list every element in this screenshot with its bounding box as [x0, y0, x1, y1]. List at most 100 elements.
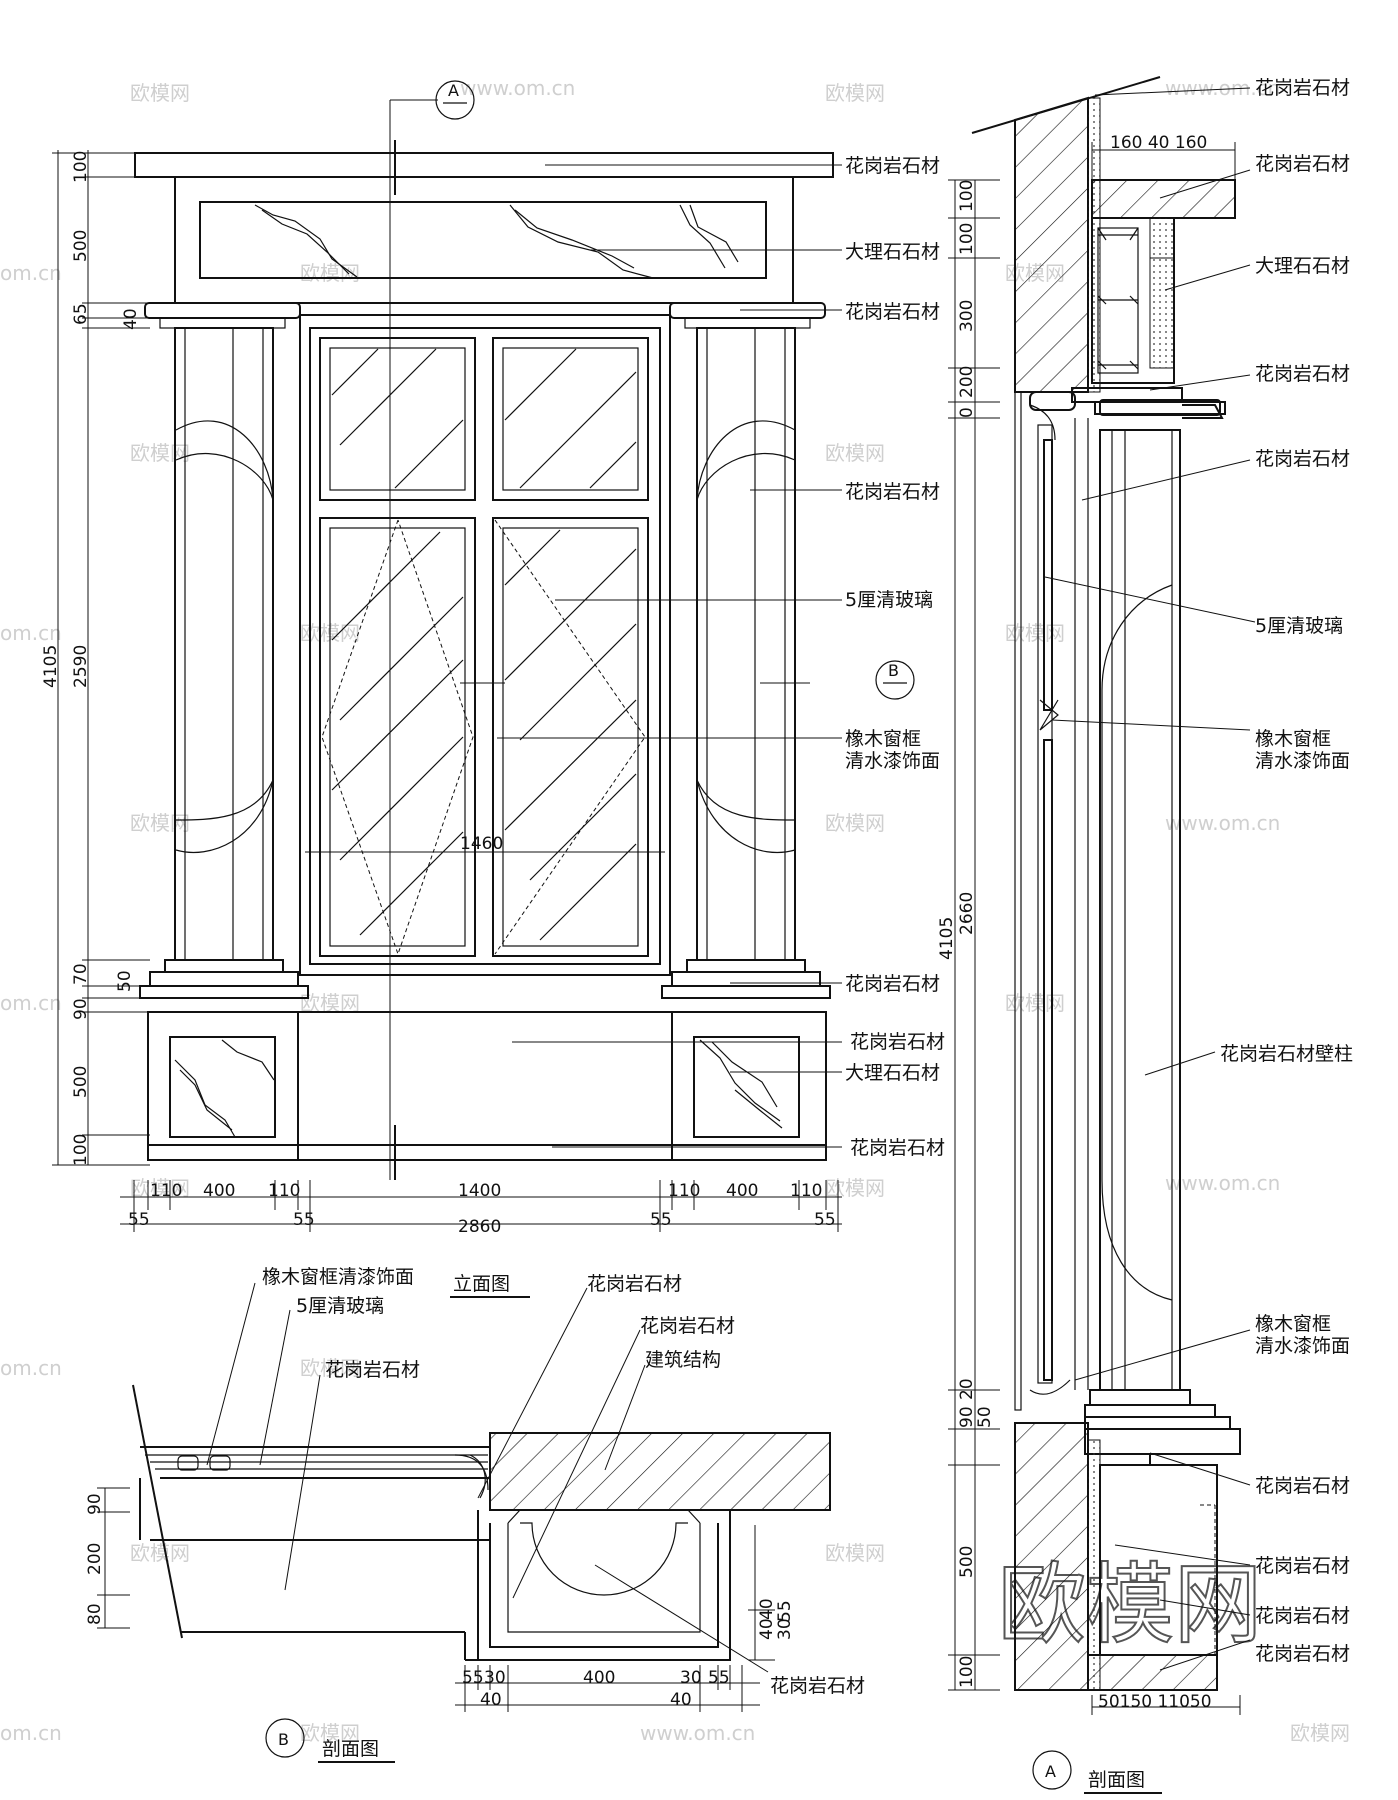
callout-granite: 花岗岩石材 [1255, 1605, 1350, 1627]
dim-40: 40 [670, 1690, 692, 1710]
callout-oak-finish: 清水漆饰面 [1255, 1335, 1350, 1357]
callout-granite: 花岗岩石材 [325, 1359, 420, 1381]
watermark-brand: 欧模网 [300, 1721, 360, 1745]
watermark-site: om.cn [0, 1721, 62, 1745]
section-a-view: 100 100 300 200 0 4105 2660 90 20 50 500… [937, 76, 1353, 1794]
section-b-title-marker [265, 1718, 305, 1758]
mullion-left [177, 1455, 199, 1471]
callout-granite: 花岗岩石材 [845, 973, 940, 995]
svg-text:100: 100 [957, 1656, 977, 1688]
svg-text:55: 55 [775, 1600, 795, 1622]
watermark-brand: 欧模网 [1005, 621, 1065, 645]
dim-pilaster-height: 2660 [957, 892, 977, 935]
callout-granite: 花岗岩石材 [850, 1031, 945, 1053]
dim-base-50: 50 [115, 970, 135, 992]
dim-base-70: 70 [71, 963, 91, 985]
callout-oak-finish: 清水漆饰面 [1255, 750, 1350, 772]
elevation-leaders [497, 164, 842, 1148]
watermark-brand: 欧模网 [130, 1541, 190, 1565]
callout-granite: 花岗岩石材 [1255, 77, 1350, 99]
dim-base-row: 50150 11050 [1098, 1692, 1212, 1712]
dim-110: 110 [150, 1181, 182, 1201]
dim-400: 400 [203, 1181, 235, 1201]
marble-vein [174, 1039, 783, 1138]
callout-structure: 建筑结构 [645, 1349, 721, 1371]
marble-panel-top [199, 201, 767, 279]
dim-55: 55 [650, 1210, 672, 1230]
callout-granite: 花岗岩石材 [850, 1137, 945, 1159]
dim-55: 55 [814, 1210, 836, 1230]
callout-oak-finish: 清水漆饰面 [845, 750, 940, 772]
callout-granite: 花岗岩石材 [1255, 1555, 1350, 1577]
dim-base-500: 500 [71, 1066, 91, 1098]
callout-marble: 大理石石材 [845, 241, 940, 263]
wall-upper [1014, 96, 1089, 393]
callout-granite: 花岗岩石材 [1255, 153, 1350, 175]
watermark-brand: 欧模网 [825, 1176, 885, 1200]
frieze [174, 176, 794, 304]
callout-oak-frame: 橡木窗框 [845, 728, 921, 750]
section-b-view: 90 200 80 55 30 400 30 55 40 40 40 40 55 [85, 1266, 865, 1763]
callout-marble: 大理石石材 [845, 1062, 940, 1084]
svg-text:40: 40 [757, 1618, 777, 1640]
right-column [661, 327, 831, 999]
section-marker-b-label: B [888, 661, 899, 680]
dim-30: 30 [484, 1668, 506, 1688]
callout-granite: 花岗岩石材 [845, 481, 940, 503]
marble-vein [254, 204, 739, 279]
callout-granite: 花岗岩石材 [1255, 1475, 1350, 1497]
watermark-brand: 欧模网 [130, 811, 190, 835]
dim-40: 40 [480, 1690, 502, 1710]
title-section-b: 剖面图 [322, 1738, 379, 1760]
watermark-site: om.cn [0, 621, 62, 645]
watermark-brand: 欧模网 [825, 1541, 885, 1565]
callout-oak-frame: 橡木窗框清漆饰面 [262, 1266, 414, 1288]
dim-110: 110 [790, 1181, 822, 1201]
svg-text:50: 50 [975, 1406, 995, 1428]
svg-text:300: 300 [957, 300, 977, 332]
callout-oak-frame: 橡木窗框 [1255, 1313, 1331, 1335]
callout-glass: 5厘清玻璃 [296, 1295, 384, 1317]
dim-55: 55 [293, 1210, 315, 1230]
dim-capital: 65 [71, 303, 91, 325]
title-section-a: 剖面图 [1088, 1769, 1145, 1791]
watermark-brand: 欧模网 [130, 441, 190, 465]
watermark-brand: 欧模网 [130, 1176, 190, 1200]
watermark-brand: 欧模网 [825, 811, 885, 835]
section-cornice [1091, 179, 1236, 219]
callout-granite: 花岗岩石材 [770, 1675, 865, 1697]
dim-90: 90 [85, 1493, 105, 1515]
dim-frieze: 500 [71, 230, 91, 262]
title-elevation: 立面图 [453, 1273, 510, 1295]
dim-window-inner-width: 1460 [460, 834, 503, 854]
dim-110: 110 [268, 1181, 300, 1201]
section-marker-a-label: A [448, 81, 459, 100]
watermark-brand: 欧模网 [825, 81, 885, 105]
watermark-brand: 欧模网 [1290, 1721, 1350, 1745]
dim-400: 400 [726, 1181, 758, 1201]
watermark-brand: 欧模网 [300, 1356, 360, 1380]
marble-panel-left [169, 1036, 276, 1138]
svg-text:B: B [278, 1730, 289, 1749]
watermark-site: www.om.cn [1165, 811, 1280, 835]
callout-granite: 花岗岩石材 [845, 155, 940, 177]
svg-text:0: 0 [957, 407, 977, 418]
watermark-brand: 欧模网 [130, 81, 190, 105]
section-b-left-dimensions [97, 1487, 130, 1629]
dim-1400: 1400 [458, 1181, 501, 1201]
dim-400: 400 [583, 1668, 615, 1688]
watermark-brand: 欧模网 [825, 441, 885, 465]
watermark-site: om.cn [0, 261, 62, 285]
svg-text:A: A [1045, 1762, 1056, 1781]
section-b-leaders [206, 1282, 769, 1673]
dim-base-100: 100 [71, 1134, 91, 1166]
callout-glass: 5厘清玻璃 [1255, 615, 1343, 637]
marble-panel-right [693, 1036, 800, 1138]
callout-marble: 大理石石材 [1255, 255, 1350, 277]
left-capital [144, 302, 301, 319]
svg-text:90: 90 [957, 1406, 977, 1428]
watermark-site: om.cn [0, 991, 62, 1015]
watermark-site: www.om.cn [1165, 76, 1280, 100]
window-frame [299, 314, 810, 976]
